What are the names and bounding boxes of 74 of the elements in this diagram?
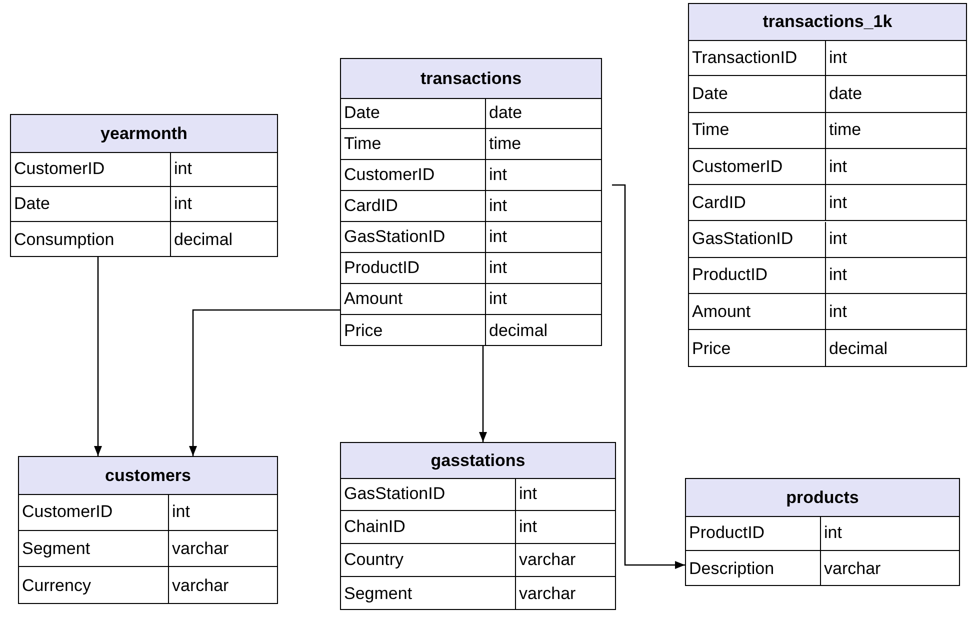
column-name: Date [11,187,171,222]
column-type: date [826,76,966,113]
column-name: Currency [19,567,169,604]
column-type: int [486,253,601,284]
column-name: Amount [341,284,486,315]
column-type: varchar [516,544,615,577]
column-name: Amount [689,294,826,330]
column-name: CardID [341,191,486,222]
column-name: Consumption [11,222,171,257]
column-type: int [826,185,966,222]
column-type: decimal [173,228,234,250]
column-name: Date [689,76,826,113]
column-name: GasStationID [341,478,516,511]
column-name: CustomerID [19,494,169,531]
table [340,58,602,346]
table [688,3,967,367]
column-name: Segment [19,530,169,568]
column-type: varchar [169,530,277,568]
column-name: Time [689,112,826,149]
column-type: int [516,478,615,511]
arrow [189,309,340,456]
column-name: Description [686,551,821,586]
arrow [479,346,487,442]
column-type: int [169,494,277,531]
table [18,456,278,604]
column-name: Segment [341,577,516,610]
column-type: int [826,294,966,330]
column-name: GasStationID [689,222,826,258]
column-name: Price [341,315,486,346]
column-type: time [826,112,966,149]
table-title: customers [19,457,277,495]
column-type: int [516,511,615,544]
column-name: ProductID [689,258,826,294]
column-name: Time [341,129,486,160]
column-type: int [486,191,601,222]
table-title: yearmonth [11,115,277,153]
column-name: Date [341,98,486,129]
table [10,114,278,257]
column-type: int [486,222,601,253]
column-type: varchar [518,582,577,604]
table-title: products [686,479,959,517]
table-title: gasstations [341,443,615,479]
column-type: date [486,98,601,129]
arrow [94,257,102,456]
column-name: CustomerID [689,148,826,186]
column-type: decimal [488,320,549,342]
arrow [612,184,685,569]
column-type: decimal [828,338,889,360]
column-name: ProductID [686,516,821,551]
column-type: int [826,148,966,186]
column-name: Country [341,544,516,577]
column-name: ProductID [341,253,486,284]
table-title: transactions [341,59,601,99]
column-type: int [486,160,601,191]
table [685,478,960,586]
column-type: int [826,222,966,258]
column-name: CardID [689,185,826,222]
table-title: transactions_1k [689,4,966,41]
column-type: int [171,152,277,187]
column-name: CustomerID [341,160,486,191]
column-name: Price [689,330,826,367]
column-type: varchar [823,558,882,580]
column-type: int [171,187,277,222]
column-name: ChainID [341,511,516,544]
column-name: CustomerID [11,152,171,187]
column-type: int [826,258,966,294]
column-name: GasStationID [341,222,486,253]
column-type: varchar [171,574,230,597]
column-type: int [821,516,959,551]
table [340,442,616,610]
column-type: time [486,129,601,160]
column-name: TransactionID [689,40,826,76]
column-type: int [826,40,966,76]
column-type: int [486,284,601,315]
